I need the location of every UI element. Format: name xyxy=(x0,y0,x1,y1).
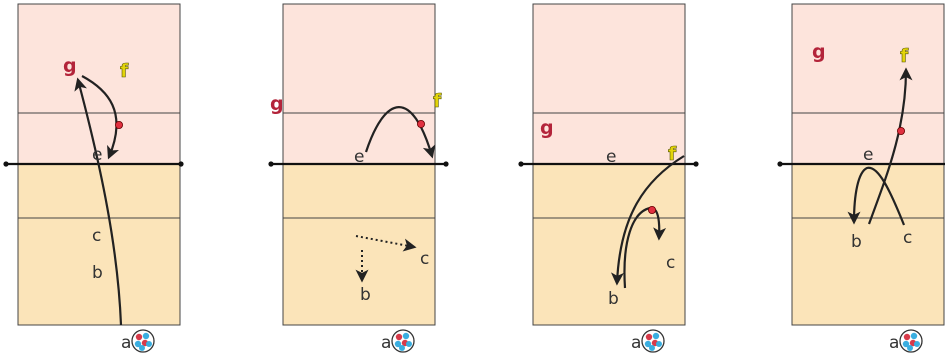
label-b: b xyxy=(360,285,371,305)
ball-icon xyxy=(391,329,415,353)
label-b: b xyxy=(92,263,103,283)
panel-2: g f e c b a xyxy=(268,3,449,353)
trajectory-arrow xyxy=(847,166,906,226)
label-c: c xyxy=(666,253,675,273)
label-f: f xyxy=(900,45,909,67)
label-g: g xyxy=(812,41,826,63)
net-post-left xyxy=(518,161,524,167)
trajectory-arrow xyxy=(610,155,685,286)
contact-point-dot xyxy=(115,121,124,130)
label-c: c xyxy=(903,228,912,248)
upper-zone xyxy=(532,3,686,165)
ball-icon xyxy=(131,329,155,353)
ball-icon xyxy=(899,329,923,353)
upper-zone xyxy=(791,3,945,165)
label-a: a xyxy=(889,333,899,353)
net-post-left xyxy=(268,161,274,167)
label-g: g xyxy=(63,55,77,77)
label-b: b xyxy=(608,289,619,309)
label-c: c xyxy=(420,249,429,269)
label-a: a xyxy=(121,333,131,353)
net-post-left xyxy=(3,161,9,167)
contact-point-dot xyxy=(897,127,906,136)
net-post-left xyxy=(777,161,783,167)
label-g: g xyxy=(540,117,554,139)
upper-zone xyxy=(17,3,181,165)
label-e: e xyxy=(92,145,102,165)
label-e: e xyxy=(354,147,364,167)
label-f: f xyxy=(433,90,442,112)
label-e: e xyxy=(863,145,873,165)
ball-icon xyxy=(641,329,665,353)
trajectory-arrow xyxy=(81,75,120,160)
lower-zone xyxy=(17,163,181,326)
panel-4: g f e c b a xyxy=(777,3,945,353)
label-c: c xyxy=(92,226,101,246)
panel-1: g f e c b a xyxy=(3,3,184,353)
lower-zone xyxy=(791,163,945,326)
contact-point-dot xyxy=(648,205,657,214)
label-e: e xyxy=(606,147,616,167)
upper-zone xyxy=(282,3,436,165)
label-a: a xyxy=(381,333,391,353)
lower-zone xyxy=(282,163,436,326)
trajectory-arrow xyxy=(74,77,123,326)
net-post-right xyxy=(178,161,184,167)
trajectory-arrow xyxy=(364,106,436,159)
trajectory-arrow xyxy=(867,67,913,225)
label-g: g xyxy=(270,93,284,115)
label-f: f xyxy=(120,60,129,82)
label-a: a xyxy=(631,333,641,353)
panel-3: g f e c b a xyxy=(518,3,699,353)
lower-zone xyxy=(532,163,686,326)
net-post-right xyxy=(443,161,449,167)
label-f: f xyxy=(668,143,677,165)
label-b: b xyxy=(851,232,862,252)
contact-point-dot xyxy=(416,120,425,129)
net-post-right xyxy=(693,161,699,167)
